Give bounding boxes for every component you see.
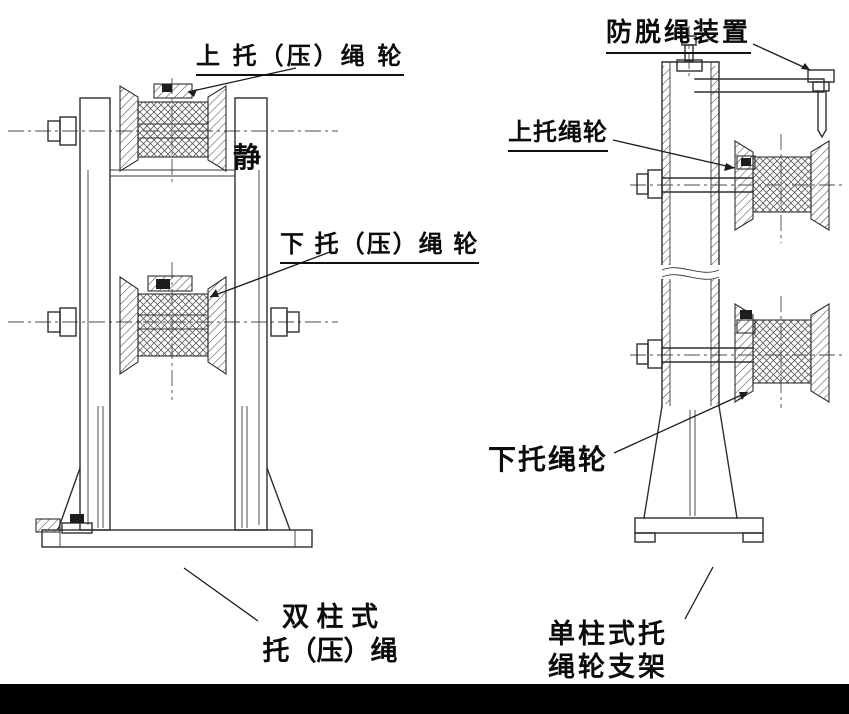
upper-shaft-bolt [47,116,77,146]
label-lower-press-pulley: 下 托（压）绳 轮 [280,224,480,264]
lower-shaft-bolt-right-structure [636,339,663,369]
base-assembly-left [35,406,313,548]
label-static: 静 [233,142,262,173]
left-column [79,97,111,531]
single-column [661,61,720,407]
lower-shaft-bolt-left [47,307,77,337]
upper-pulley [47,83,227,172]
caption-double-column: 双 柱 式 托（压）绳 [250,600,410,668]
upper-support-pulley [636,140,830,231]
lower-support-pulley [636,303,830,403]
bottom-black-bar [0,684,849,714]
anti-rope-escape-device [694,69,835,139]
label-anti-rope-escape-device: 防脱绳装置 [606,12,752,54]
lower-shaft-bolt-right [270,307,300,337]
caption-double-column-line2: 托（压）绳 [262,636,398,666]
label-upper-support-pulley: 上托绳轮 [508,112,608,152]
double-column-structure [8,78,338,548]
label-upper-press-pulley: 上 托（压）绳 轮 [196,36,405,76]
caption-single-column-line2: 绳轮支架 [548,652,668,682]
label-lower-support-pulley: 下托绳轮 [488,444,609,475]
leader-lines [183,43,811,622]
caption-double-column-line1: 双 柱 式 [281,602,378,632]
lower-pulley [47,275,300,376]
caption-single-column-line1: 单柱式托 [548,619,668,649]
caption-single-column: 单柱式托 绳轮支架 [528,618,688,684]
upper-shaft-bolt-right-structure [636,169,663,199]
single-column-structure [630,26,846,543]
base-assembly-right [634,405,764,543]
